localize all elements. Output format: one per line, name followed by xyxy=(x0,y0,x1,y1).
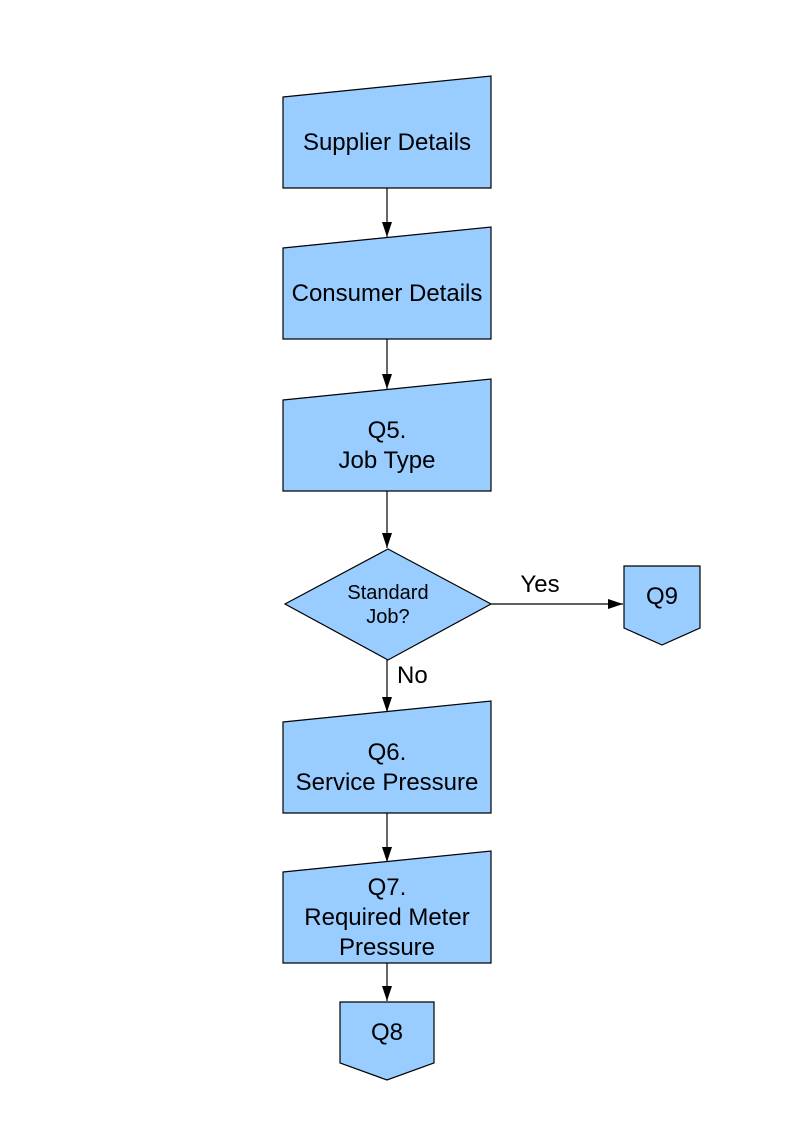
supplier-details-shape xyxy=(282,75,492,189)
q6-service-pressure-shape xyxy=(282,700,492,814)
q8-connector-shape xyxy=(339,1001,435,1081)
q7-required-meter-pressure-shape xyxy=(282,850,492,964)
yes-branch-label: Yes xyxy=(520,571,560,598)
q9-connector-shape xyxy=(623,565,701,646)
standard-job-decision-shape xyxy=(283,548,493,661)
q5-job-type-shape xyxy=(282,378,492,492)
consumer-details-shape xyxy=(282,226,492,340)
no-branch-label: No xyxy=(397,662,428,689)
